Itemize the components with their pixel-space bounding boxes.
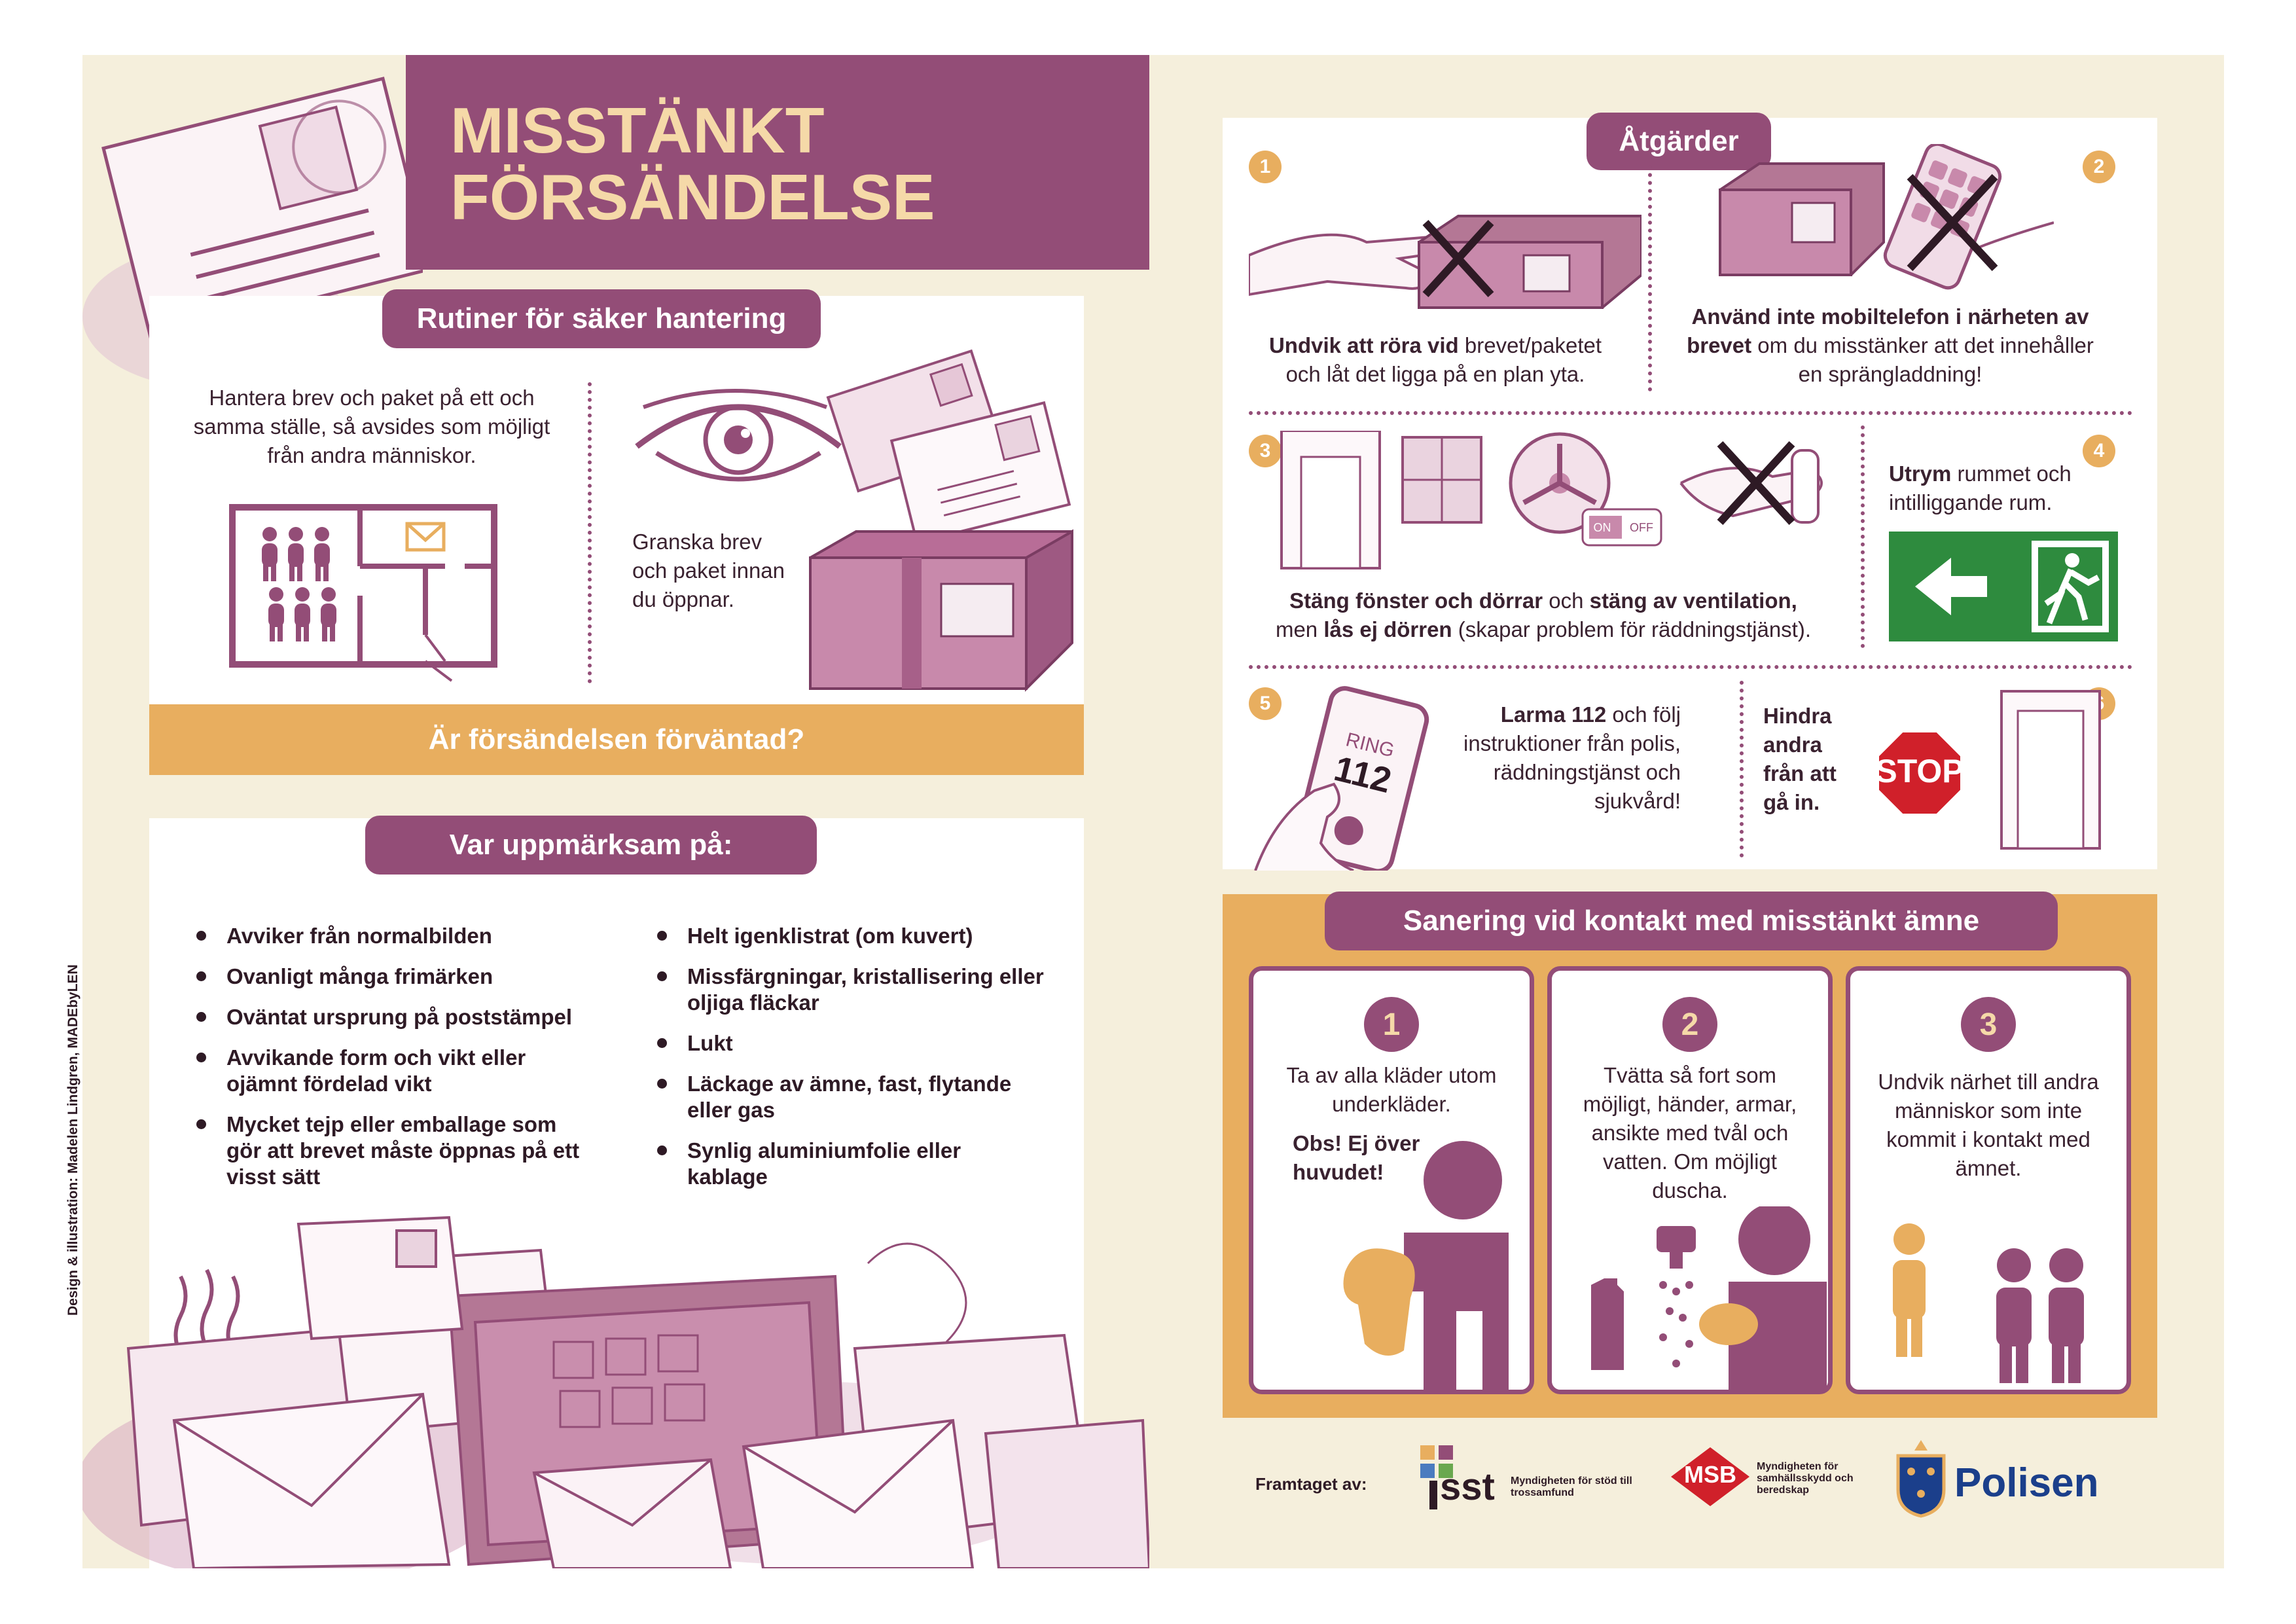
eye-icon bbox=[635, 389, 842, 482]
routines-text-location: Hantera brev och paket på ett och samma … bbox=[193, 386, 550, 467]
distance-people-icon bbox=[1893, 1223, 2084, 1383]
list-item: Avviker från normalbilden bbox=[194, 923, 586, 949]
sanitation-heading: Sanering vid kontakt med misstänkt ämne bbox=[1325, 892, 2058, 950]
package-letters-illustration bbox=[809, 349, 1073, 692]
stop-door-icon: STOP bbox=[1875, 690, 2101, 850]
step-number-5: 5 bbox=[1249, 687, 1282, 720]
list-item: Avvikande form och vikt eller ojämnt för… bbox=[194, 1045, 586, 1097]
routines-heading: Rutiner för säker hantering bbox=[382, 289, 821, 348]
attention-list-right: Helt igenklistrat (om kuvert) Missfärgni… bbox=[655, 923, 1047, 1204]
mail-pile-illustration bbox=[82, 1216, 1149, 1568]
card-number-2: 2 bbox=[1662, 997, 1717, 1052]
polisen-logo-name: Polisen bbox=[1954, 1460, 2099, 1506]
switch-on-label: ON bbox=[1594, 521, 1611, 534]
step-text-1: Undvik att röra vid brevet/paketet och l… bbox=[1268, 333, 1602, 386]
actions-divider-h1 bbox=[1249, 411, 2132, 415]
expected-question-bar: Är försändelsen förväntad? bbox=[149, 704, 1084, 775]
step-number-4: 4 bbox=[2083, 435, 2115, 467]
actions-divider-2 bbox=[1861, 425, 1865, 648]
police-emblem-icon bbox=[1896, 1440, 1946, 1518]
switch-off-label: OFF bbox=[1630, 521, 1653, 534]
phone-112-icon: RING 112 bbox=[1254, 686, 1429, 871]
sst-logo-name: sst bbox=[1440, 1466, 1495, 1508]
floor-plan-icon bbox=[229, 504, 497, 682]
step-text-4: Utrym rummet och intilliggande rum. bbox=[1889, 461, 2072, 514]
step-text-5: Larma 112 och följ instruktioner från po… bbox=[1463, 702, 1681, 813]
sanitation-card-2: 2 Tvätta så fort som möjligt, händer, ar… bbox=[1547, 966, 1833, 1394]
door-window-fan-icon: ON OFF bbox=[1280, 431, 1823, 569]
card-number-1: 1 bbox=[1364, 997, 1419, 1052]
design-credit: Design & illustration: Madelen Lindgren,… bbox=[65, 964, 81, 1316]
list-item: Helt igenklistrat (om kuvert) bbox=[655, 923, 1047, 949]
actions-heading: Åtgärder bbox=[1587, 113, 1771, 170]
attention-heading: Var uppmärksam på: bbox=[365, 816, 817, 875]
msb-logo-name: MSB bbox=[1684, 1461, 1736, 1488]
msb-logo: MSB Myndigheten för samhällsskydd och be… bbox=[1668, 1444, 1864, 1509]
actions-divider-1 bbox=[1648, 149, 1652, 391]
card-text-2: Tvätta så fort som möjligt, händer, arma… bbox=[1583, 1063, 1797, 1202]
msb-logo-icon bbox=[1671, 1447, 1749, 1506]
sst-logo-icon bbox=[1420, 1445, 1453, 1509]
title-band: MISSTÄNKT FÖRSÄNDELSE bbox=[406, 55, 1149, 270]
card-number-3: 3 bbox=[1961, 997, 2016, 1052]
list-item: Synlig aluminiumfolie eller kablage bbox=[655, 1138, 1047, 1190]
list-item: Läckage av ämne, fast, flytande eller ga… bbox=[655, 1071, 1047, 1123]
step-number-1: 1 bbox=[1249, 151, 1282, 183]
routines-panel: Rutiner för säker hantering Hantera brev… bbox=[149, 289, 1084, 707]
card-text-3: Undvik närhet till andra människor som i… bbox=[1878, 1070, 2099, 1180]
stop-sign-label: STOP bbox=[1875, 753, 1964, 789]
card-note-1: Obs! Ej över huvudet! bbox=[1293, 1131, 1420, 1184]
actions-divider-h2 bbox=[1249, 665, 2132, 669]
sanitation-card-1: 1 Ta av alla kläder utom underkläder. Ob… bbox=[1249, 966, 1534, 1394]
list-item: Mycket tejp eller emballage som gör att … bbox=[194, 1111, 586, 1190]
actions-panel: Åtgärder 1 Undvik att röra vid brevet/pa… bbox=[1223, 113, 2157, 871]
routines-text-inspect: Granska brev och paket innan du öppnar. bbox=[632, 530, 785, 611]
step-text-6: Hindra andra från att gå in. bbox=[1763, 704, 1837, 814]
undress-person-icon bbox=[1343, 1141, 1509, 1390]
sst-logo: sst Myndigheten för stöd till trossamfun… bbox=[1414, 1440, 1632, 1512]
sst-logo-text: Myndigheten för stöd till trossamfund bbox=[1511, 1475, 1632, 1498]
routines-divider bbox=[588, 382, 592, 683]
list-item: Oväntat ursprung på poststämpel bbox=[194, 1004, 586, 1030]
polisen-logo: Polisen bbox=[1892, 1437, 2101, 1519]
actions-divider-3 bbox=[1740, 681, 1744, 857]
package-phone-icon bbox=[1719, 144, 2054, 290]
sanitation-card-3: 3 Undvik närhet till andra människor som… bbox=[1846, 966, 2131, 1394]
wash-hands-icon bbox=[1591, 1206, 1827, 1390]
list-item: Lukt bbox=[655, 1030, 1047, 1056]
list-item: Missfärgningar, kristallisering eller ol… bbox=[655, 964, 1047, 1016]
attention-list-left: Avviker från normalbilden Ovanligt många… bbox=[194, 923, 586, 1204]
hand-package-icon bbox=[1249, 215, 1641, 309]
step-text-3: Stäng fönster och dörrar och stäng av ve… bbox=[1275, 588, 1812, 641]
list-item: Ovanligt många frimärken bbox=[194, 964, 586, 990]
step-text-2: Använd inte mobiltelefon i närheten av b… bbox=[1687, 304, 2094, 386]
emergency-exit-sign-icon bbox=[1889, 532, 2118, 641]
msb-logo-text: Myndigheten för samhällsskydd och bereds… bbox=[1757, 1461, 1854, 1496]
step-number-3: 3 bbox=[1249, 435, 1282, 467]
made-by-label: Framtaget av: bbox=[1255, 1474, 1367, 1494]
card-text-1: Ta av alla kläder utom underkläder. bbox=[1286, 1063, 1497, 1116]
page-title: MISSTÄNKT FÖRSÄNDELSE bbox=[450, 94, 935, 233]
sanitation-panel: Sanering vid kontakt med misstänkt ämne … bbox=[1223, 892, 2157, 1418]
step-number-2: 2 bbox=[2083, 151, 2115, 183]
